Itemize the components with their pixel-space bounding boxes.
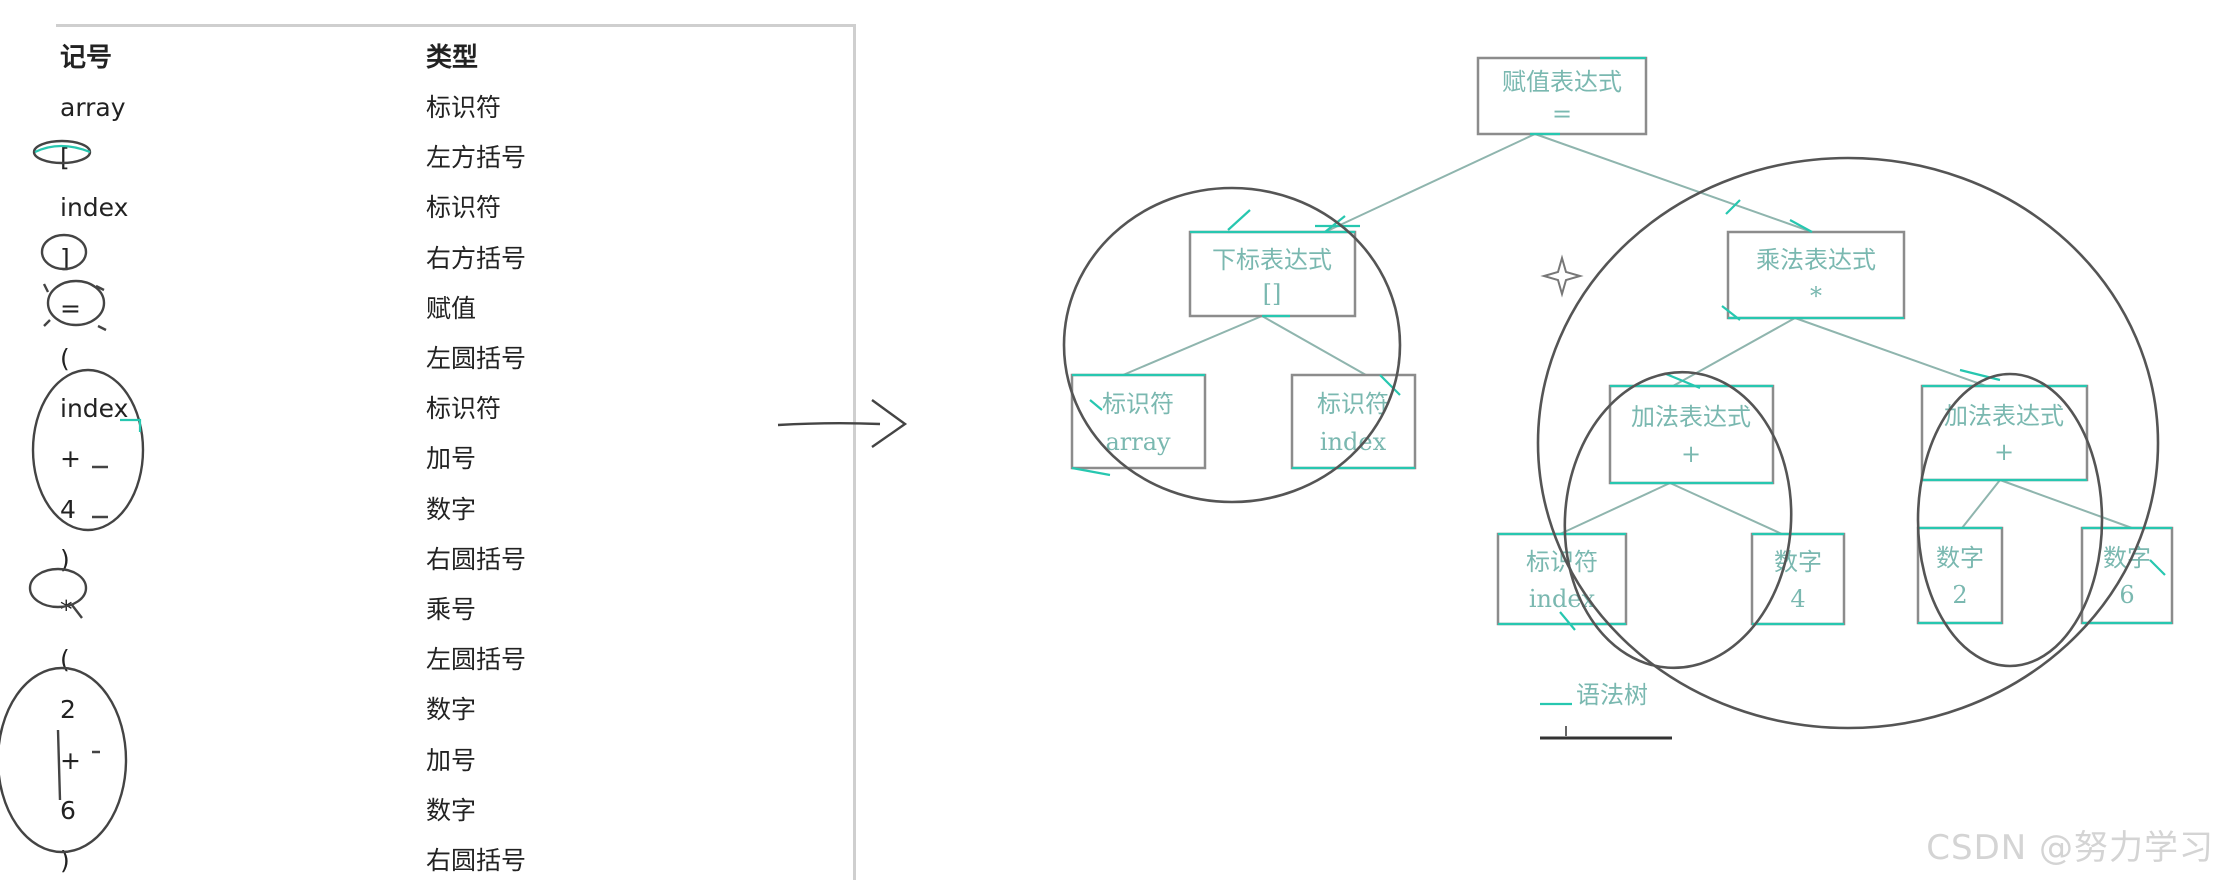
- arrow-icon: [777, 399, 908, 448]
- token-type: 左圆括号: [426, 344, 527, 373]
- token-type: 数字: [426, 695, 477, 725]
- token-symbol: +: [60, 444, 81, 474]
- table-row: * 乘号: [56, 585, 856, 635]
- token-type: 右圆括号: [426, 544, 527, 574]
- token-type: 标识符: [426, 193, 502, 223]
- token-symbol: =: [60, 293, 81, 323]
- table-row: ( 左圆括号: [56, 635, 856, 685]
- table-row: array 标识符: [56, 83, 856, 133]
- tree-circles: [1062, 156, 2160, 730]
- token-symbol: ): [60, 544, 70, 574]
- token-symbol: 6: [60, 795, 76, 825]
- token-type: 左圆括号: [426, 645, 527, 675]
- tree-caption-text: 语法树: [1576, 681, 1648, 709]
- header-symbol: 记号: [60, 43, 113, 73]
- node-mult-label: 乘法表达式: [1756, 246, 1876, 274]
- table-row: ] 右方括号: [56, 234, 856, 284]
- node-root-op: =: [1552, 100, 1572, 128]
- node-subscript-op: []: [1263, 280, 1282, 308]
- sparkle-icon: [1540, 254, 1584, 298]
- node-leaf-array: 标识符 array: [1070, 373, 1207, 470]
- header-type: 类型: [426, 43, 479, 73]
- token-symbol: 2: [60, 695, 76, 725]
- node-leaf-array-label: 标识符: [1102, 390, 1174, 418]
- token-type: 加号: [426, 745, 477, 775]
- token-symbol: ): [60, 846, 70, 875]
- token-symbol: (: [60, 645, 70, 675]
- node-add-right-label: 加法表达式: [1944, 402, 2064, 430]
- node-root: 赋值表达式 =: [1476, 56, 1648, 136]
- token-table: 记号 类型 array 标识符 [ 左方括号 index 标识符] 右方括号 = 赋值 ( 左圆括号 in…: [56, 24, 856, 880]
- node-leaf-6-value: 6: [2119, 581, 2134, 609]
- table-row: [ 左方括号: [56, 133, 856, 183]
- node-leaf-index-value: index: [1320, 428, 1387, 456]
- token-symbol: *: [60, 595, 73, 624]
- node-leaf-4-value: 4: [1790, 585, 1805, 613]
- node-add-left-op: +: [1681, 440, 1701, 468]
- token-symbol: [: [60, 143, 70, 173]
- token-type: 数字: [426, 795, 477, 825]
- table-header: 记号 类型: [56, 33, 856, 83]
- node-add-right: 加法表达式 +: [1920, 384, 2089, 482]
- node-root-label: 赋值表达式: [1502, 68, 1622, 96]
- token-symbol: index: [60, 394, 129, 424]
- node-leaf-2-value: 2: [1952, 581, 1967, 609]
- highlight-marks: [1071, 56, 2172, 706]
- table-row: 6 数字: [56, 786, 856, 836]
- table-row: ) 右圆括号: [56, 836, 856, 886]
- node-add-left-label: 加法表达式: [1631, 403, 1751, 431]
- node-leaf-array-value: array: [1105, 428, 1171, 456]
- table-row: = 赋值: [56, 284, 856, 334]
- token-type: 左方括号: [426, 143, 527, 173]
- table-row: index 标识符: [56, 183, 856, 233]
- node-leaf-index-label: 标识符: [1317, 390, 1389, 418]
- node-leaf-2: 数字 2: [1916, 526, 2004, 625]
- tree-edges: [1122, 133, 2133, 535]
- tree-caption: 语法树: [1540, 681, 1672, 740]
- token-type: 右圆括号: [426, 846, 527, 875]
- node-subscript-label: 下标表达式: [1212, 246, 1332, 274]
- token-type: 乘号: [426, 595, 477, 624]
- token-type: 加号: [426, 444, 477, 474]
- token-type: 赋值: [426, 293, 477, 323]
- node-mult: 乘法表达式 *: [1726, 230, 1906, 320]
- table-row: + 加号: [56, 736, 856, 786]
- token-type: 标识符: [426, 394, 502, 424]
- node-leaf-6: 数字 6: [2080, 526, 2174, 625]
- table-row: 4 数字: [56, 485, 856, 535]
- node-mult-op: *: [1810, 282, 1822, 310]
- table-row: + 加号: [56, 434, 856, 484]
- watermark: CSDN @努力学习: [1926, 828, 2214, 868]
- table-row: ( 左圆括号: [56, 334, 856, 384]
- node-add-right-op: +: [1994, 438, 2014, 466]
- token-symbol: index: [60, 193, 129, 223]
- token-symbol: ]: [60, 243, 70, 273]
- token-symbol: +: [60, 745, 81, 775]
- node-subscript: 下标表达式 []: [1188, 230, 1357, 318]
- token-symbol: array: [60, 93, 126, 122]
- node-leaf-index2: 标识符 index: [1496, 532, 1628, 626]
- token-circles: [0, 139, 145, 854]
- token-symbol: (: [60, 344, 70, 373]
- token-type: 标识符: [426, 93, 502, 122]
- token-symbol: 4: [60, 494, 76, 524]
- token-type: 数字: [426, 494, 477, 524]
- token-type: 右方括号: [426, 243, 527, 273]
- node-leaf-2-label: 数字: [1936, 544, 1984, 572]
- table-row: 2 数字: [56, 685, 856, 735]
- table-row: ) 右圆括号: [56, 535, 856, 585]
- table-row: index 标识符: [56, 384, 856, 434]
